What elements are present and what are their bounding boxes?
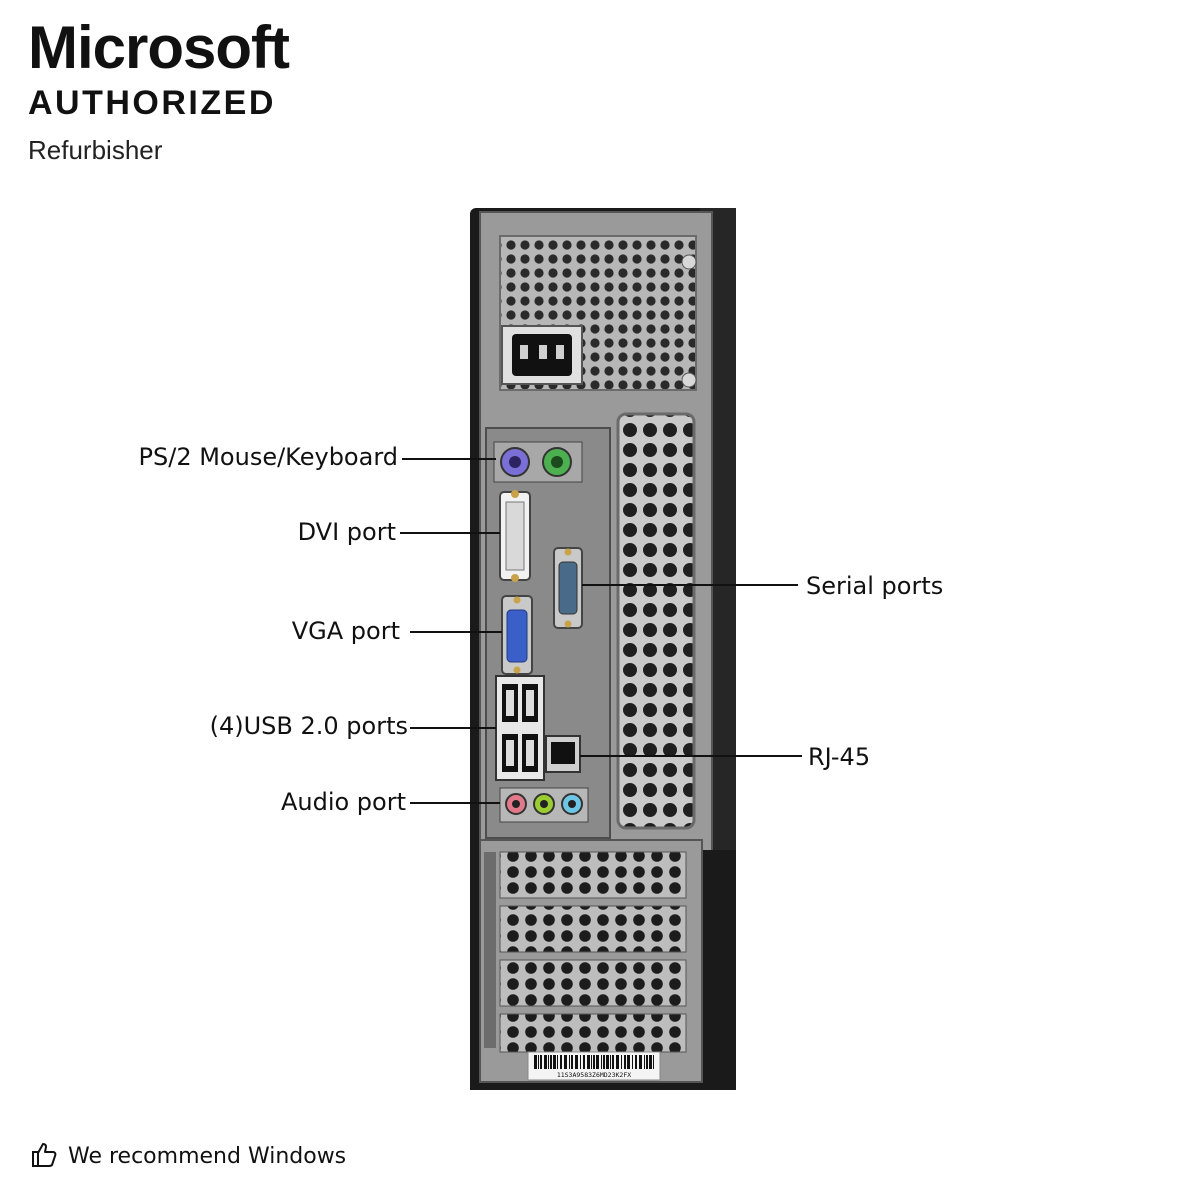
barcode-bar bbox=[580, 1055, 581, 1069]
barcode-bar bbox=[632, 1055, 633, 1069]
barcode-bar bbox=[603, 1055, 605, 1069]
barcode-bar bbox=[646, 1055, 648, 1069]
callout-audio-line bbox=[410, 802, 500, 804]
expansion-slot bbox=[499, 851, 687, 899]
barcode-bar bbox=[564, 1055, 567, 1069]
barcode-bar bbox=[621, 1055, 622, 1069]
barcode-bar bbox=[571, 1055, 573, 1069]
microsoft-authorized-badge: Microsoft AUTHORIZED Refurbisher bbox=[28, 14, 290, 166]
thumbs-up-icon bbox=[30, 1140, 58, 1173]
barcode-bar bbox=[624, 1055, 626, 1069]
barcode-bar bbox=[596, 1055, 599, 1069]
barcode-bar bbox=[544, 1055, 547, 1069]
barcode-bar bbox=[569, 1055, 570, 1069]
side-vent bbox=[616, 412, 696, 830]
barcode-bar bbox=[639, 1055, 642, 1069]
footer-text: We recommend Windows bbox=[68, 1144, 347, 1169]
barcode-bar bbox=[601, 1055, 602, 1069]
barcode-bar bbox=[587, 1055, 590, 1069]
badge-authorized: AUTHORIZED bbox=[28, 84, 276, 122]
expansion-slot bbox=[499, 1013, 687, 1053]
barcode-bar bbox=[540, 1055, 542, 1069]
barcode-bar bbox=[612, 1055, 614, 1069]
callout-usb-line bbox=[410, 727, 496, 729]
badge-brand: Microsoft bbox=[28, 14, 290, 81]
barcode-bar bbox=[653, 1055, 654, 1069]
expansion-slot bbox=[499, 959, 687, 1007]
footer: We recommend Windows bbox=[30, 1140, 346, 1173]
barcode-bar bbox=[534, 1055, 537, 1069]
barcode-bar bbox=[550, 1055, 552, 1069]
callout-ps2-label: PS/2 Mouse/Keyboard bbox=[138, 443, 398, 471]
barcode-bar bbox=[591, 1055, 592, 1069]
barcode-bar bbox=[635, 1055, 637, 1069]
barcode-bar bbox=[560, 1055, 562, 1069]
callout-dvi-label: DVI port bbox=[297, 518, 396, 546]
barcode-bar bbox=[649, 1055, 652, 1069]
barcode-bar bbox=[575, 1055, 578, 1069]
callout-usb-label: (4)USB 2.0 ports bbox=[209, 712, 408, 740]
callout-audio-label: Audio port bbox=[280, 788, 406, 816]
barcode-text: 11S3A9583Z6MD23K2FX bbox=[557, 1071, 631, 1079]
barcode-bar bbox=[538, 1055, 539, 1069]
barcode-bar bbox=[627, 1055, 630, 1069]
barcode-bar bbox=[610, 1055, 611, 1069]
callout-vga-line bbox=[410, 631, 502, 633]
callout-serial-label: Serial ports bbox=[806, 572, 944, 600]
barcode-bar bbox=[583, 1055, 585, 1069]
expansion-slot bbox=[499, 905, 687, 953]
barcode-bar bbox=[606, 1055, 609, 1069]
callout-ps2-line bbox=[402, 458, 496, 460]
screw-icon bbox=[681, 372, 697, 388]
barcode-bar bbox=[593, 1055, 595, 1069]
callout-rj45-label: RJ-45 bbox=[808, 743, 871, 771]
barcode-bar bbox=[557, 1055, 558, 1069]
callout-vga-label: VGA port bbox=[291, 617, 400, 645]
barcode-bar bbox=[548, 1055, 549, 1069]
callout-rj45-line bbox=[580, 755, 802, 757]
callout-dvi-line bbox=[400, 532, 500, 534]
barcode-bar bbox=[616, 1055, 619, 1069]
callout-serial-line bbox=[582, 584, 798, 586]
barcode-bar bbox=[644, 1055, 645, 1069]
barcode-bar bbox=[553, 1055, 556, 1069]
barcode-label: 11S3A9583Z6MD23K2FX bbox=[527, 1051, 661, 1081]
badge-refurbisher: Refurbisher bbox=[28, 135, 163, 165]
screw-icon bbox=[681, 254, 697, 270]
